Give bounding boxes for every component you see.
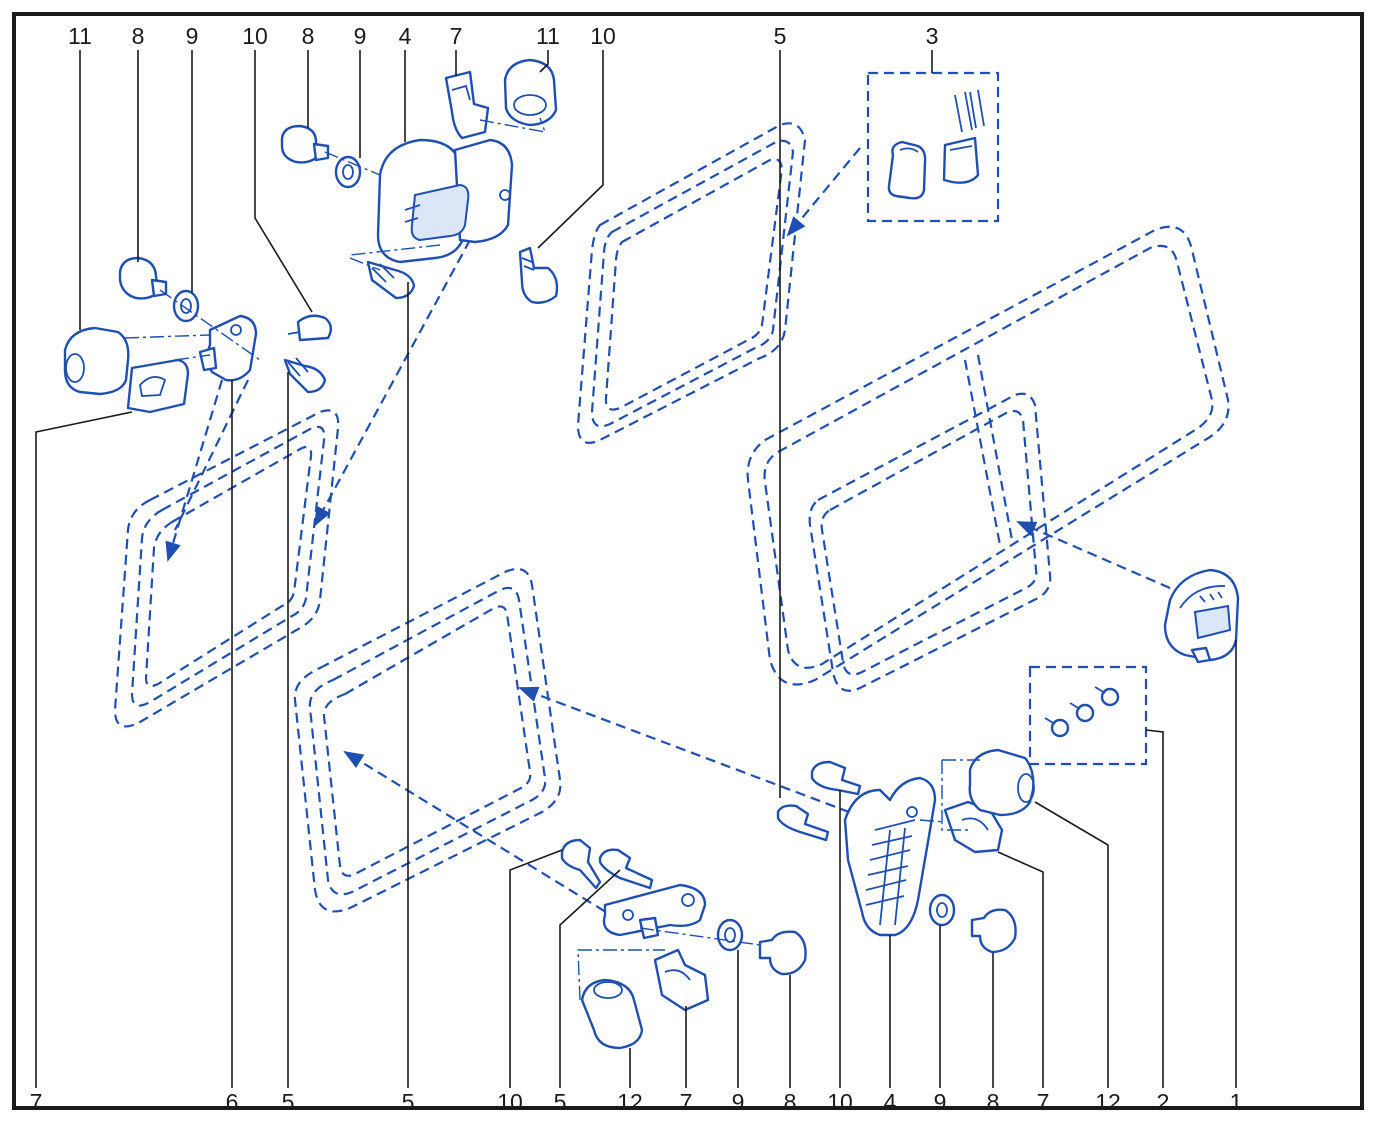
- callout-bottom-7: 12: [617, 1089, 643, 1115]
- part-1-emblem: [1163, 568, 1240, 664]
- callout-top-8: 7: [450, 23, 463, 49]
- callout-bottom-12: 4: [884, 1089, 897, 1115]
- callout-bottom-18: 1: [1230, 1089, 1243, 1115]
- callout-top-12: 3: [926, 23, 939, 49]
- callout-bottom-11: 10: [827, 1089, 853, 1115]
- window-lower-center: [293, 567, 562, 913]
- callout-top-5: 8: [302, 23, 315, 49]
- detail-box-2: [1028, 665, 1148, 766]
- callout-bottom-16: 12: [1095, 1089, 1121, 1115]
- window-upper-center: [576, 122, 807, 444]
- detail-box-3: [866, 71, 1000, 223]
- window-right-large: [746, 225, 1230, 692]
- hinge-group-lower-right: [776, 748, 1035, 954]
- diagram-frame: [12, 12, 1364, 1110]
- callout-bottom-1: 7: [30, 1089, 43, 1115]
- callout-bottom-10: 8: [784, 1089, 797, 1115]
- callout-bottom-14: 8: [987, 1089, 1000, 1115]
- callout-bottom-9: 9: [732, 1089, 745, 1115]
- assembly-arrows: [165, 147, 1171, 929]
- callout-bottom-8: 7: [680, 1089, 693, 1115]
- callout-bottom-2: 6: [226, 1089, 239, 1115]
- hinge-group-lower-center: [560, 838, 807, 1050]
- callout-top-7: 4: [399, 23, 412, 49]
- callout-top-9: 11: [536, 23, 560, 49]
- callouts-bottom: 7 6 5 5 10 5 12 7 9 8 10 4 9 8 7 12 2 1: [30, 1089, 1243, 1115]
- callout-bottom-6: 5: [554, 1089, 567, 1115]
- callout-bottom-17: 2: [1157, 1089, 1170, 1115]
- callout-bottom-5: 10: [497, 1089, 523, 1115]
- hinge-group-upper-left: [63, 256, 333, 414]
- callout-top-6: 9: [354, 23, 367, 49]
- callouts-top: 11 8 9 10 8 9 4 7 11 10 5 3: [68, 23, 938, 49]
- callout-bottom-13: 9: [934, 1089, 947, 1115]
- window-left-small: [113, 409, 340, 728]
- leader-lines: [35, 50, 1237, 1088]
- callout-top-10: 10: [590, 23, 616, 49]
- callout-top-1: 11: [68, 23, 92, 49]
- callout-bottom-3: 5: [282, 1089, 295, 1115]
- callout-bottom-15: 7: [1037, 1089, 1050, 1115]
- callout-top-11: 5: [774, 23, 787, 49]
- callout-top-4: 10: [242, 23, 268, 49]
- callout-top-3: 9: [186, 23, 199, 49]
- callout-top-2: 8: [132, 23, 145, 49]
- hinge-group-upper-center: [280, 58, 559, 304]
- callout-bottom-4: 5: [402, 1089, 415, 1115]
